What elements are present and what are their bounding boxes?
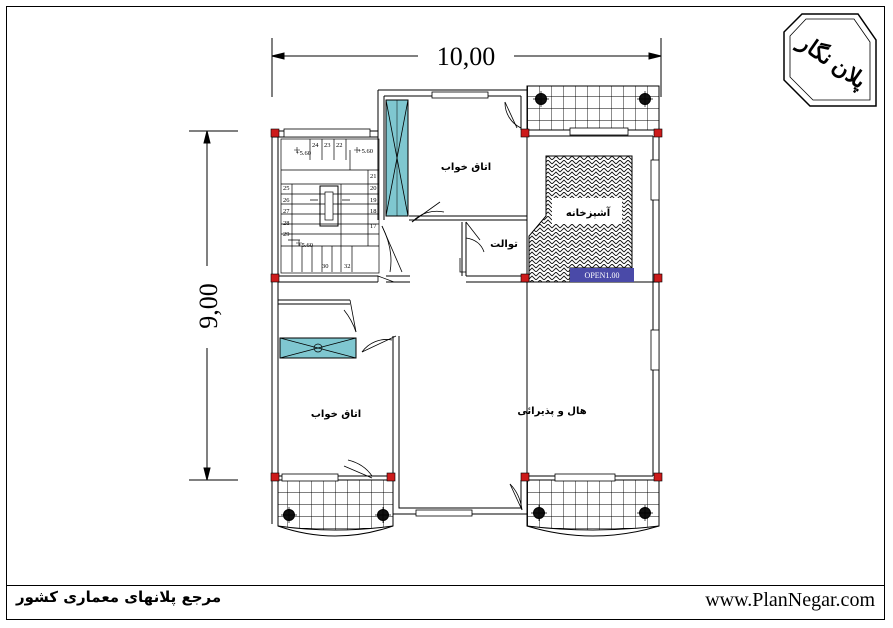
svg-text:23: 23	[324, 142, 331, 149]
staircase	[280, 138, 380, 274]
kitchen-open-label: OPEN1.00	[585, 271, 620, 280]
height-dimension-label: 9,00	[194, 283, 223, 329]
footer-tagline: مرجع پلانهای معماری کشور	[16, 588, 222, 606]
hall-label: هال و پذیرائی	[517, 406, 586, 417]
bedroom-left-label: اتاق خواب	[311, 409, 361, 420]
plant-leaves	[281, 91, 653, 523]
svg-text:+5.60: +5.60	[298, 242, 313, 249]
svg-text:18: 18	[370, 208, 377, 215]
kitchen	[528, 155, 634, 283]
width-dimension-label: 10,00	[437, 42, 496, 71]
svg-text:+5.60: +5.60	[296, 150, 311, 157]
svg-text:25: 25	[283, 185, 290, 192]
level-markers	[294, 147, 360, 246]
footer-divider	[6, 585, 885, 586]
svg-text:27: 27	[283, 208, 290, 215]
svg-text:17: 17	[370, 223, 377, 230]
plannegar-logo: پلان نگار	[783, 13, 877, 107]
windows	[281, 91, 660, 517]
structural-columns	[270, 128, 663, 482]
stair-numbers: 21 20 19 18 17 25 26 27 28 29 30 32 24 2…	[283, 142, 377, 270]
kitchen-label: آشپزخانه	[566, 206, 611, 219]
svg-text:22: 22	[336, 142, 343, 149]
toilet-label: توالت	[490, 239, 518, 250]
svg-text:19: 19	[370, 197, 377, 204]
footer-website[interactable]: www.PlanNegar.com	[705, 589, 875, 611]
svg-text:21: 21	[370, 173, 377, 180]
walls	[271, 86, 660, 524]
light-well-vertical	[385, 99, 409, 217]
balcony-top-right	[526, 85, 660, 131]
doors	[343, 101, 523, 511]
balcony-bottom-left	[277, 479, 394, 537]
svg-text:+5.60: +5.60	[358, 148, 373, 155]
light-well-horizontal	[279, 337, 357, 359]
page-frame	[6, 6, 885, 620]
svg-text:29: 29	[283, 231, 290, 238]
svg-text:30: 30	[322, 263, 329, 270]
svg-text:32: 32	[344, 263, 351, 270]
bedroom-top-label: اتاق خواب	[441, 162, 491, 173]
svg-text:24: 24	[312, 142, 319, 149]
svg-text:20: 20	[370, 185, 377, 192]
kitchen-open-bar	[570, 268, 634, 282]
svg-text:28: 28	[283, 220, 290, 227]
balcony-bottom-right	[526, 479, 660, 537]
svg-text:26: 26	[283, 197, 290, 204]
